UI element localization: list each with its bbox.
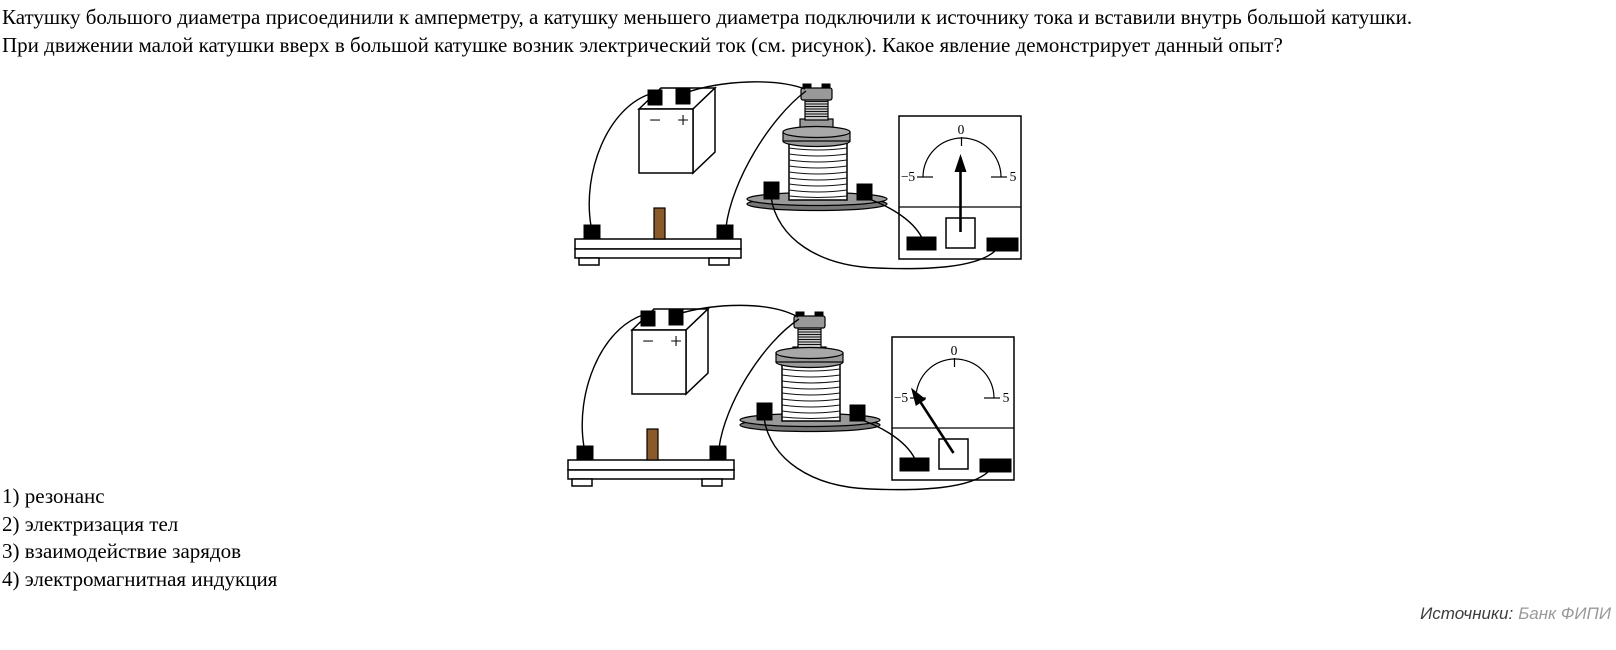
source-label: Источники: xyxy=(1420,604,1514,623)
small-coil-windings xyxy=(805,101,828,117)
ammeter: 0 −5 5 xyxy=(891,336,1015,481)
switch-base-top xyxy=(567,459,735,471)
wire-battery-to-switch xyxy=(581,314,644,448)
battery-plus-label: + xyxy=(670,329,682,353)
question-text: Катушку большого диаметра присоединили к… xyxy=(2,3,1412,59)
battery-front-face xyxy=(631,329,687,395)
large-coil-flange xyxy=(782,125,851,148)
ammeter-terminal-right xyxy=(979,458,1012,473)
source-attribution: Источники:Банк ФИПИ xyxy=(1420,604,1611,624)
experiment-figure-initial: − + 0 −5 5 xyxy=(574,81,1022,270)
switch-foot-right xyxy=(708,257,730,266)
large-coil-windings xyxy=(781,368,841,419)
battery-minus-label: − xyxy=(642,329,654,353)
source-link[interactable]: Банк ФИПИ xyxy=(1518,604,1611,623)
switch-foot-left xyxy=(571,478,593,487)
large-coil-windings xyxy=(788,147,848,198)
experiment-figure-moved: − + 0 −5 5 xyxy=(567,304,1015,491)
ammeter: 0 −5 5 xyxy=(898,115,1022,260)
battery-terminal-negative xyxy=(640,310,656,327)
switch-base-bottom xyxy=(567,469,735,480)
large-coil xyxy=(746,142,888,212)
ammeter-label-left: −5 xyxy=(894,390,909,405)
key-switch xyxy=(567,428,735,487)
large-coil xyxy=(739,363,881,433)
ammeter-terminal-left xyxy=(906,236,937,251)
battery: − + xyxy=(630,307,710,396)
battery-terminal-negative xyxy=(647,89,663,106)
wire-coil-to-ammeter-right xyxy=(770,196,997,270)
ammeter-terminal-right xyxy=(986,237,1019,252)
small-coil-windings xyxy=(798,329,821,345)
switch-terminal-right xyxy=(716,224,734,240)
ammeter-terminal-left xyxy=(899,457,930,472)
answer-option-4: 4) электромагнитная индукция xyxy=(2,566,278,591)
needle-shaft xyxy=(917,398,955,454)
question-line-1: Катушку большого диаметра присоединили к… xyxy=(2,5,1413,29)
large-coil-terminal-right xyxy=(856,183,873,201)
ammeter-needle xyxy=(954,154,967,232)
battery-plus-label: + xyxy=(677,108,689,132)
ammeter-label-left: −5 xyxy=(901,169,916,184)
flange-top xyxy=(775,346,844,360)
switch-foot-left xyxy=(578,257,600,266)
small-coil xyxy=(799,83,834,130)
switch-terminal-left xyxy=(576,445,594,461)
battery-terminal-positive xyxy=(675,88,691,105)
switch-base-top xyxy=(574,238,742,250)
ammeter-label-right: 5 xyxy=(1010,169,1017,184)
large-coil-terminal-right xyxy=(849,404,866,422)
large-coil-flange xyxy=(775,346,844,369)
large-coil-body xyxy=(781,363,841,422)
large-coil-body xyxy=(788,142,848,201)
needle-arrowhead xyxy=(911,387,926,406)
ammeter-label-zero: 0 xyxy=(958,122,965,137)
large-coil-terminal-left xyxy=(763,181,780,200)
answer-option-2: 2) электризация тел xyxy=(2,511,179,536)
battery-front-face xyxy=(638,108,694,174)
ammeter-pivot-box xyxy=(938,438,969,470)
answer-option-1: 1) резонанс xyxy=(2,484,105,508)
ammeter-label-zero: 0 xyxy=(951,343,958,358)
battery-minus-label: − xyxy=(649,108,661,132)
flange-top xyxy=(782,125,851,139)
large-coil-terminal-left xyxy=(756,402,773,421)
ammeter-needle xyxy=(911,387,955,454)
wire-battery-to-small-coil xyxy=(684,81,806,94)
wire-battery-to-switch xyxy=(588,93,651,227)
small-coil-cap xyxy=(800,87,833,101)
wire-small-coil-to-switch xyxy=(718,318,800,449)
switch-terminal-right xyxy=(709,445,727,461)
key-switch xyxy=(574,207,742,266)
battery-terminal-positive xyxy=(668,309,684,326)
switch-base-bottom xyxy=(574,248,742,259)
wire-battery-to-small-coil xyxy=(677,304,799,318)
switch-handle xyxy=(646,428,659,461)
switch-terminal-left xyxy=(583,224,601,240)
switch-handle xyxy=(653,207,666,240)
question-line-2: При движении малой катушки вверх в больш… xyxy=(2,33,1283,57)
wire-small-coil-to-switch xyxy=(725,90,807,228)
ammeter-label-right: 5 xyxy=(1003,390,1010,405)
battery: − + xyxy=(637,86,717,175)
answer-option-3: 3) взаимодействие зарядов xyxy=(2,539,242,563)
switch-foot-right xyxy=(701,478,723,487)
wire-coil-to-ammeter-right xyxy=(763,417,990,491)
answer-options: 1) резонанс 2) электризация тел 3) взаим… xyxy=(2,483,277,593)
small-coil-cap xyxy=(793,315,826,329)
needle-arrowhead xyxy=(954,154,967,172)
